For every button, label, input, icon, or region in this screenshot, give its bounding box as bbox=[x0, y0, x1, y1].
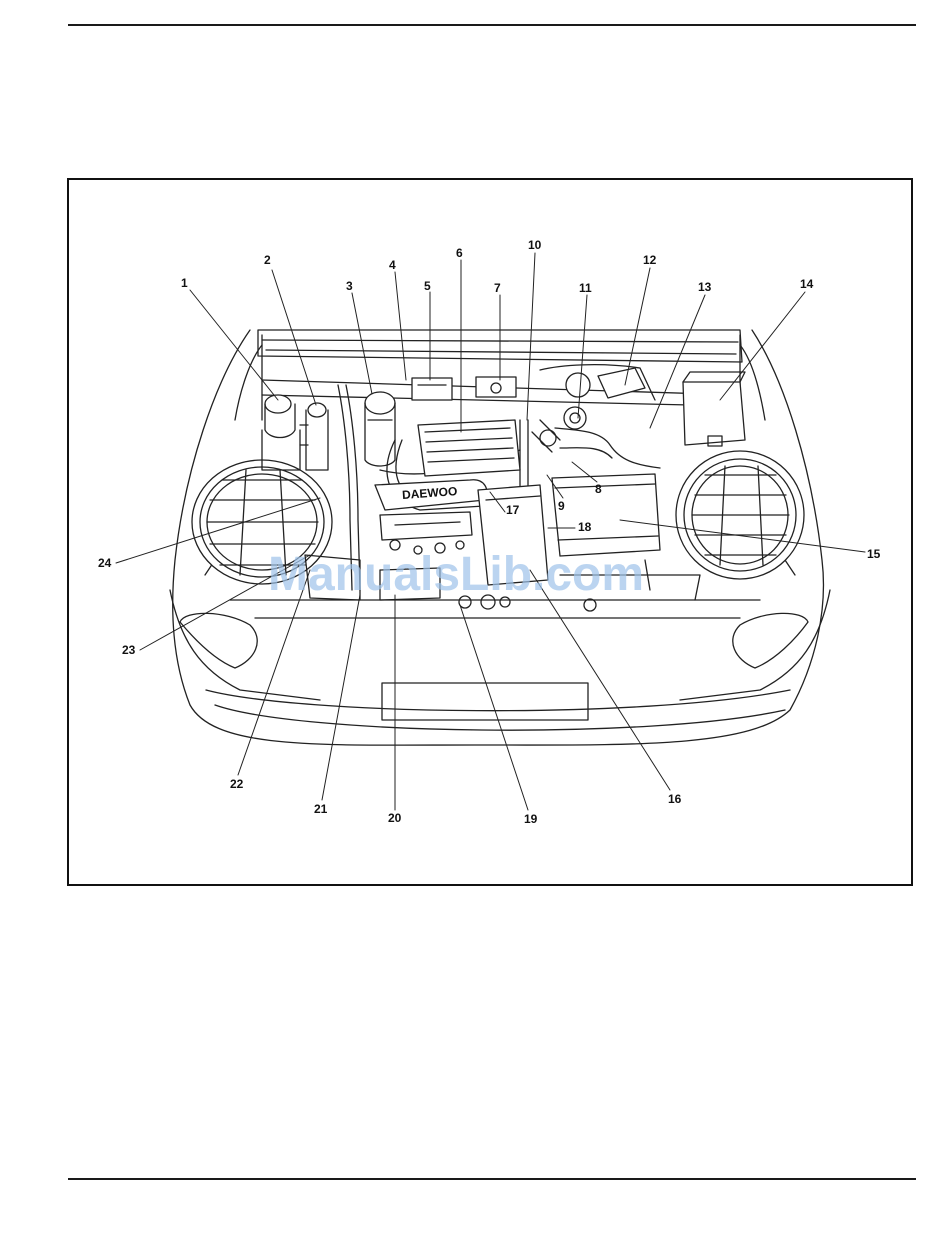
callout-8: 8 bbox=[595, 482, 602, 496]
callout-18: 18 bbox=[578, 520, 592, 534]
callout-16: 16 bbox=[668, 792, 682, 806]
callout-23: 23 bbox=[122, 643, 136, 657]
callout-2: 2 bbox=[264, 253, 271, 267]
callout-10: 10 bbox=[528, 238, 542, 252]
callout-21: 21 bbox=[314, 802, 328, 816]
callout-6: 6 bbox=[456, 246, 463, 260]
callout-1: 1 bbox=[181, 276, 188, 290]
callout-20: 20 bbox=[388, 811, 402, 825]
callout-12: 12 bbox=[643, 253, 657, 267]
callout-9: 9 bbox=[558, 499, 565, 513]
battery bbox=[683, 372, 745, 446]
callout-14: 14 bbox=[800, 277, 814, 291]
callout-13: 13 bbox=[698, 280, 712, 294]
callout-24: 24 bbox=[98, 556, 112, 570]
callout-15: 15 bbox=[867, 547, 881, 561]
callout-7: 7 bbox=[494, 281, 501, 295]
callout-5: 5 bbox=[424, 279, 431, 293]
callout-22: 22 bbox=[230, 777, 244, 791]
callout-4: 4 bbox=[389, 258, 396, 272]
right-headlamp bbox=[676, 451, 804, 579]
callout-3: 3 bbox=[346, 279, 353, 293]
fluid-reservoirs bbox=[262, 392, 395, 470]
watermark: ManualsLib.com bbox=[268, 548, 644, 601]
callout-11: 11 bbox=[579, 281, 592, 295]
callout-19: 19 bbox=[524, 812, 538, 826]
callout-17: 17 bbox=[506, 503, 520, 517]
